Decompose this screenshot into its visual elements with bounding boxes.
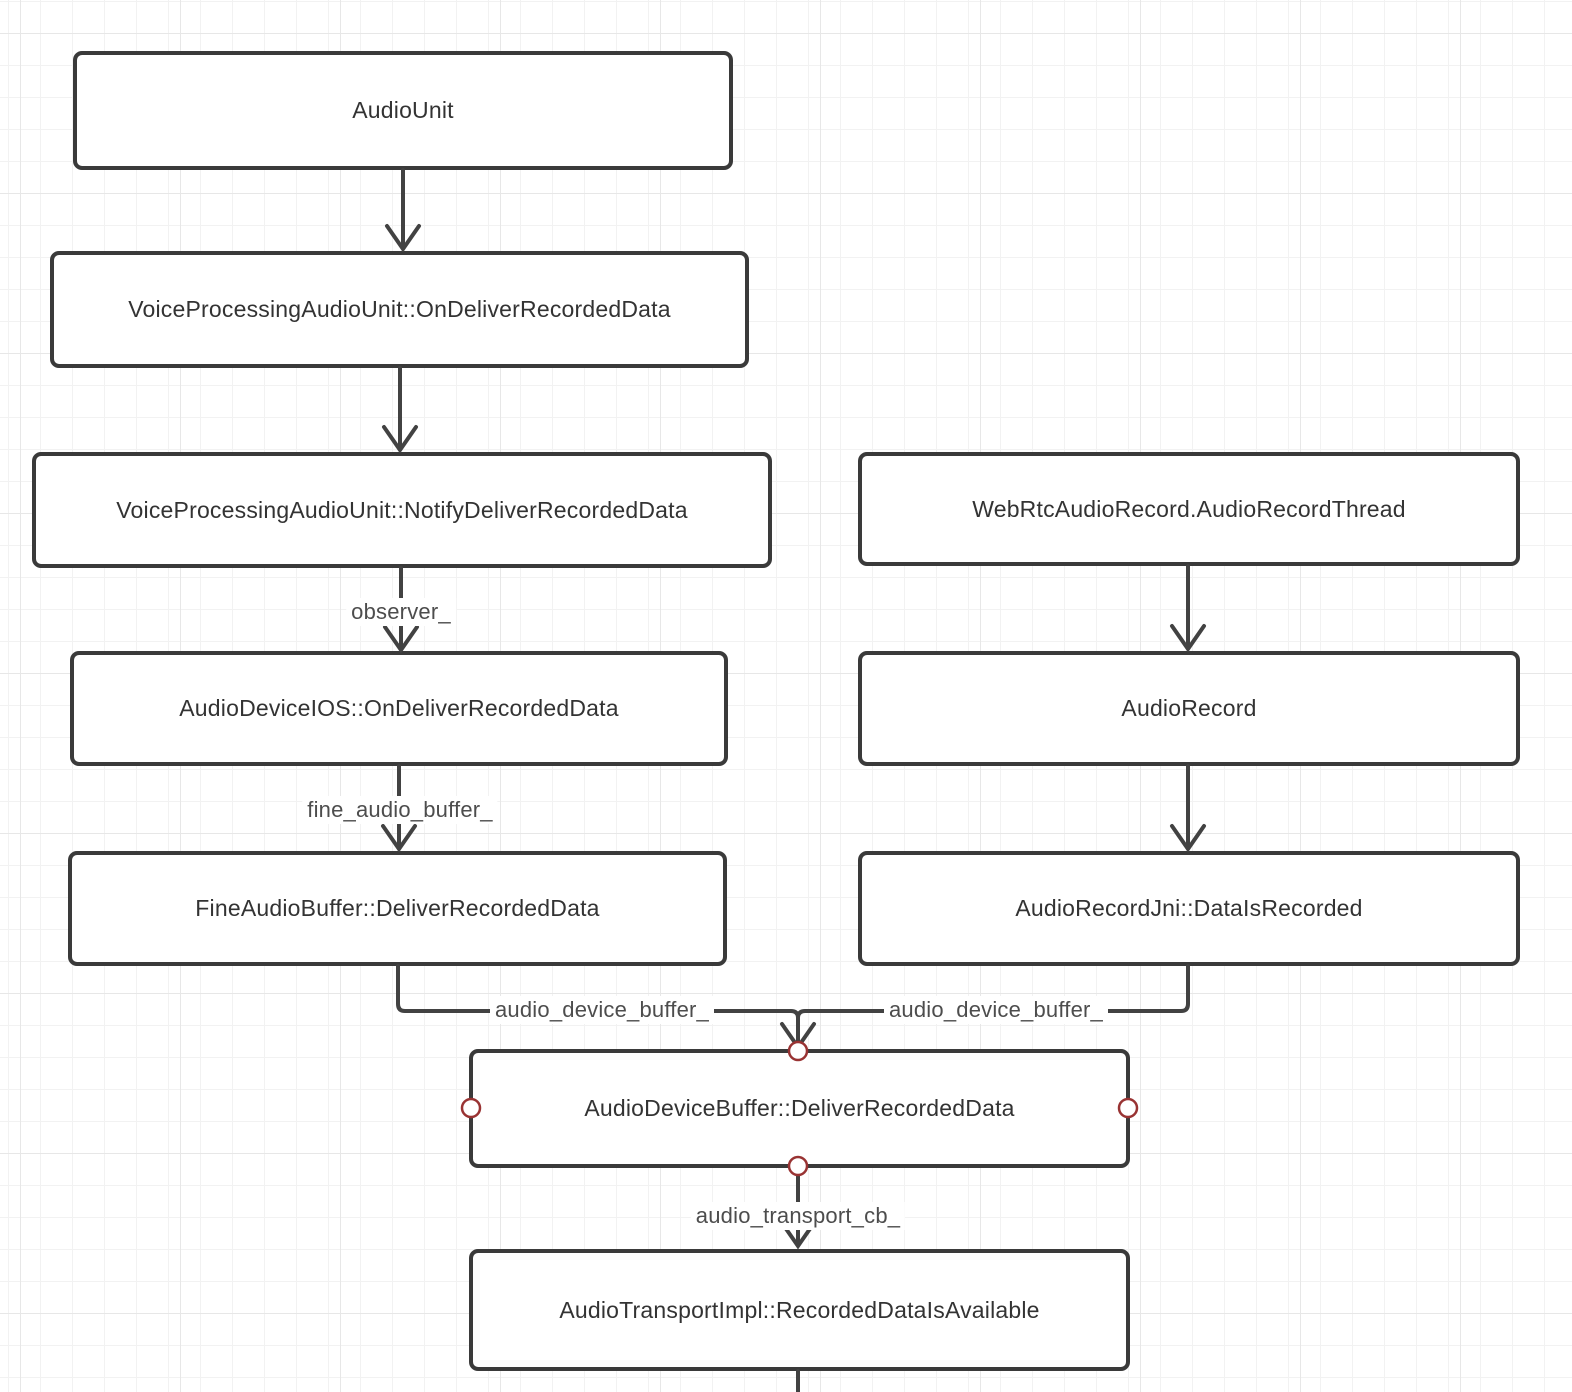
node-fine-audio-buffer-deliver-recorded-data[interactable]: FineAudioBuffer::DeliverRecordedData [68,851,727,966]
edge-label-observer[interactable]: observer_ [346,598,456,626]
arrow-head [780,1022,816,1051]
node-voice-processing-audio-unit-on-deliver-recorded-data[interactable]: VoiceProcessingAudioUnit::OnDeliverRecor… [50,251,749,368]
arrow-head [383,625,419,654]
node-audio-record-jni-data-is-recorded[interactable]: AudioRecordJni::DataIsRecorded [858,851,1520,966]
edge-label-fine-audio-buffer[interactable]: fine_audio_buffer_ [302,796,498,824]
edge-label-audio-transport-cb[interactable]: audio_transport_cb_ [690,1202,906,1230]
edge-label-audio-device-buffer-left[interactable]: audio_device_buffer_ [490,996,714,1024]
node-audio-record[interactable]: AudioRecord [858,651,1520,766]
node-audio-device-ios-on-deliver-recorded-data[interactable]: AudioDeviceIOS::OnDeliverRecordedData [70,651,728,766]
arrow-head [381,824,417,853]
arrow-head [382,425,418,454]
node-audio-device-buffer-deliver-recorded-data[interactable]: AudioDeviceBuffer::DeliverRecordedData [469,1049,1130,1168]
edge-label-audio-device-buffer-right[interactable]: audio_device_buffer_ [884,996,1108,1024]
node-audio-transport-impl-recorded-data-is-available[interactable]: AudioTransportImpl::RecordedDataIsAvaila… [469,1249,1130,1371]
node-audio-unit[interactable]: AudioUnit [73,51,733,170]
arrow-head [1170,624,1206,653]
node-webrtc-audio-record-audio-record-thread[interactable]: WebRtcAudioRecord.AudioRecordThread [858,452,1520,566]
arrow-head [385,224,421,253]
arrow-head [1170,824,1206,853]
node-voice-processing-audio-unit-notify-deliver-recorded-data[interactable]: VoiceProcessingAudioUnit::NotifyDeliverR… [32,452,772,568]
